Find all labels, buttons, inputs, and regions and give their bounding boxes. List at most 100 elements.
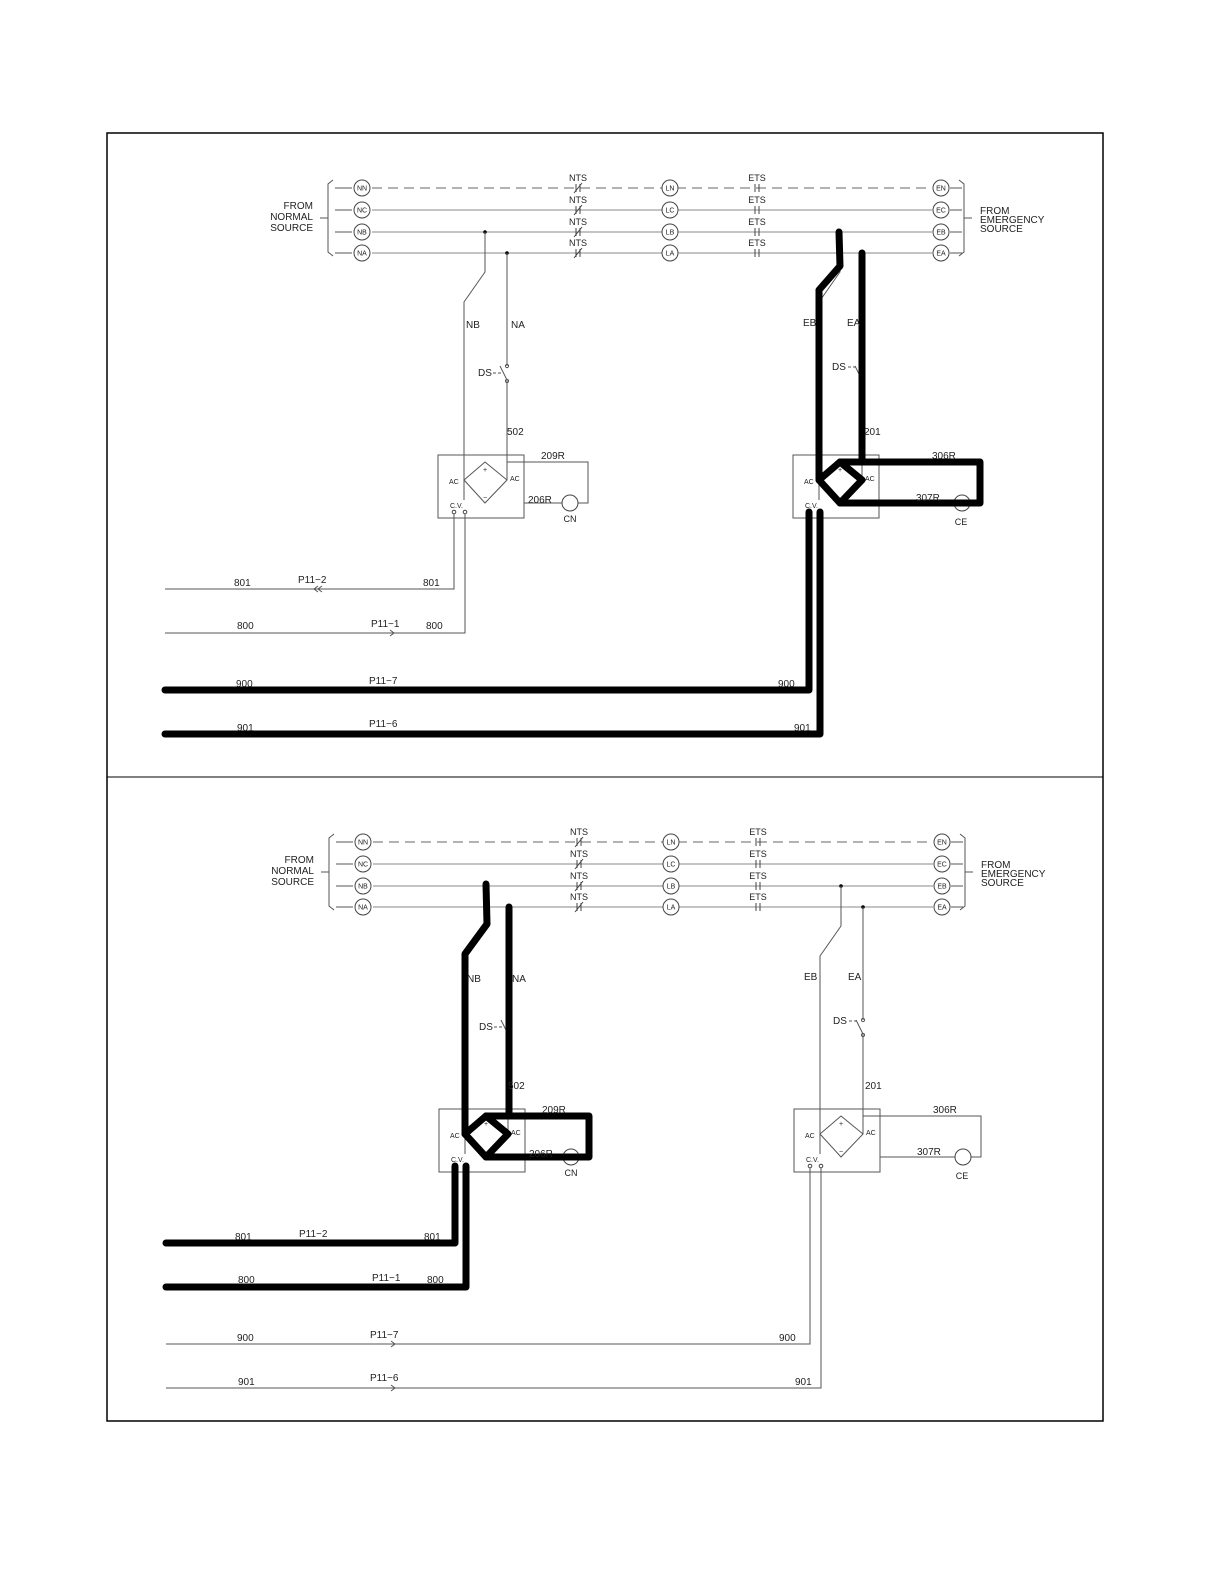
from-normal-label: SOURCE xyxy=(271,877,314,888)
coil-cn-label: CN xyxy=(564,514,577,524)
highlight-lead-900 xyxy=(161,508,813,694)
from-emergency-label: SOURCE xyxy=(981,878,1024,889)
wire-900-label: 900 xyxy=(779,1333,796,1344)
wire-901-label: 901 xyxy=(794,723,811,734)
connector-p11-2-label: P11−2 xyxy=(298,575,327,586)
connector-p11-6-label: P11−6 xyxy=(369,719,398,730)
coil-cn-label: CN xyxy=(565,1168,578,1178)
terminal-load-lc: LC xyxy=(667,862,676,869)
terminal-emergency-eb: EB xyxy=(936,230,946,237)
wire-801-label: 801 xyxy=(235,1232,252,1243)
wire-na-label: NA xyxy=(512,974,526,985)
wire-201-label: 201 xyxy=(864,427,881,438)
rectifier-ac-label: AC xyxy=(804,479,814,486)
wire-307r-label: 307R xyxy=(916,493,940,504)
nts-contact-label: NTS xyxy=(569,195,587,205)
terminal-emergency-ea: EA xyxy=(937,905,947,912)
from-normal-label: SOURCE xyxy=(270,223,313,234)
nts-contact-label: NTS xyxy=(569,217,587,227)
terminal-load-la: LA xyxy=(667,905,676,912)
wire-901-label: 901 xyxy=(795,1377,812,1388)
ets-contact-label: ETS xyxy=(748,173,766,183)
nts-contact-label: NTS xyxy=(570,827,588,837)
terminal-emergency-en: EN xyxy=(937,840,947,847)
panel-normal-path xyxy=(162,833,982,1392)
connector-p11-1-label: P11−1 xyxy=(372,1273,401,1284)
from-normal-label: NORMAL xyxy=(270,212,313,223)
highlight-lead-801 xyxy=(162,1162,459,1247)
rectifier-ac-label: AC xyxy=(805,1133,815,1140)
cv-label: C.V. xyxy=(805,503,818,510)
terminal-load-ln: LN xyxy=(666,186,675,193)
terminal-normal-na: NA xyxy=(357,251,367,258)
bridge-plus-label: + xyxy=(839,1121,843,1128)
terminal-normal-nc: NC xyxy=(357,208,367,215)
wire-209r-label: 209R xyxy=(541,451,565,462)
wire-900-label: 900 xyxy=(237,1333,254,1344)
coil-ce-label: CE xyxy=(956,1171,969,1181)
connector-p11-6-label: P11−6 xyxy=(370,1373,399,1384)
terminal-load-lb: LB xyxy=(666,230,675,237)
wire-502-label: 502 xyxy=(507,427,524,438)
rectifier-ac-label: AC xyxy=(511,1130,521,1137)
from-emergency-label: SOURCE xyxy=(980,224,1023,235)
wire-na-label: NA xyxy=(511,320,525,331)
terminal-load-lb: LB xyxy=(667,884,676,891)
wire-801-label: 801 xyxy=(423,578,440,589)
bridge-minus-label: − xyxy=(838,495,842,502)
wire-900-label: 900 xyxy=(236,679,253,690)
terminal-load-la: LA xyxy=(666,251,675,258)
nts-contact-label: NTS xyxy=(569,173,587,183)
highlight-lead-800 xyxy=(162,1162,470,1291)
rectifier-ac-label: AC xyxy=(450,1133,460,1140)
wire-307r-label: 307R xyxy=(917,1147,941,1158)
wire-ea-label: EA xyxy=(847,318,861,329)
rectifier-ac-label: AC xyxy=(865,476,875,483)
wire-206r-label: 206R xyxy=(528,495,552,506)
bridge-plus-label: + xyxy=(484,1121,488,1128)
terminal-load-lc: LC xyxy=(666,208,675,215)
from-emergency-label: FROM xyxy=(981,860,1010,871)
terminal-emergency-ec: EC xyxy=(937,862,947,869)
connector-p11-1-label: P11−1 xyxy=(371,619,400,630)
wire-306r-label: 306R xyxy=(933,1105,957,1116)
connector-p11-7-label: P11−7 xyxy=(369,676,398,687)
highlight-nb-feed xyxy=(461,880,491,1138)
wire-eb-label: EB xyxy=(804,972,818,983)
ds-switch-label: DS xyxy=(479,1022,493,1033)
wire-nb-label: NB xyxy=(467,974,481,985)
connector-p11-2-label: P11−2 xyxy=(299,1229,328,1240)
ets-contact-label: ETS xyxy=(748,195,766,205)
highlight-eb-feed xyxy=(815,228,844,484)
ets-contact-label: ETS xyxy=(749,827,767,837)
wire-206r-label: 206R xyxy=(529,1149,553,1160)
nts-contact-label: NTS xyxy=(570,871,588,881)
bridge-minus-label: − xyxy=(483,495,487,502)
terminal-normal-nn: NN xyxy=(358,840,368,847)
highlight-coil-loop xyxy=(482,1112,593,1161)
from-emergency-label: FROM xyxy=(980,206,1009,217)
bridge-minus-label: − xyxy=(839,1149,843,1156)
terminal-emergency-ea: EA xyxy=(936,251,946,258)
cv-label: C.V. xyxy=(450,503,463,510)
rectifier-ac-label: AC xyxy=(510,476,520,483)
terminal-normal-nn: NN xyxy=(357,186,367,193)
ets-contact-label: ETS xyxy=(749,871,767,881)
ds-switch-label: DS xyxy=(478,368,492,379)
highlight-coil-loop xyxy=(836,458,984,507)
wire-502-label: 502 xyxy=(508,1081,525,1092)
wire-801-label: 801 xyxy=(234,578,251,589)
wire-901-label: 901 xyxy=(237,723,254,734)
wire-800-label: 800 xyxy=(427,1275,444,1286)
wire-209r-label: 209R xyxy=(542,1105,566,1116)
connector-p11-7-label: P11−7 xyxy=(370,1330,399,1341)
wire-nb-label: NB xyxy=(466,320,480,331)
ds-switch-label: DS xyxy=(833,1016,847,1027)
wire-900-label: 900 xyxy=(778,679,795,690)
nts-contact-label: NTS xyxy=(570,849,588,859)
terminal-emergency-en: EN xyxy=(936,186,946,193)
from-normal-label: FROM xyxy=(284,201,313,212)
coil-ce-label: CE xyxy=(955,517,968,527)
from-emergency-label: EMERGENCY xyxy=(980,215,1045,226)
